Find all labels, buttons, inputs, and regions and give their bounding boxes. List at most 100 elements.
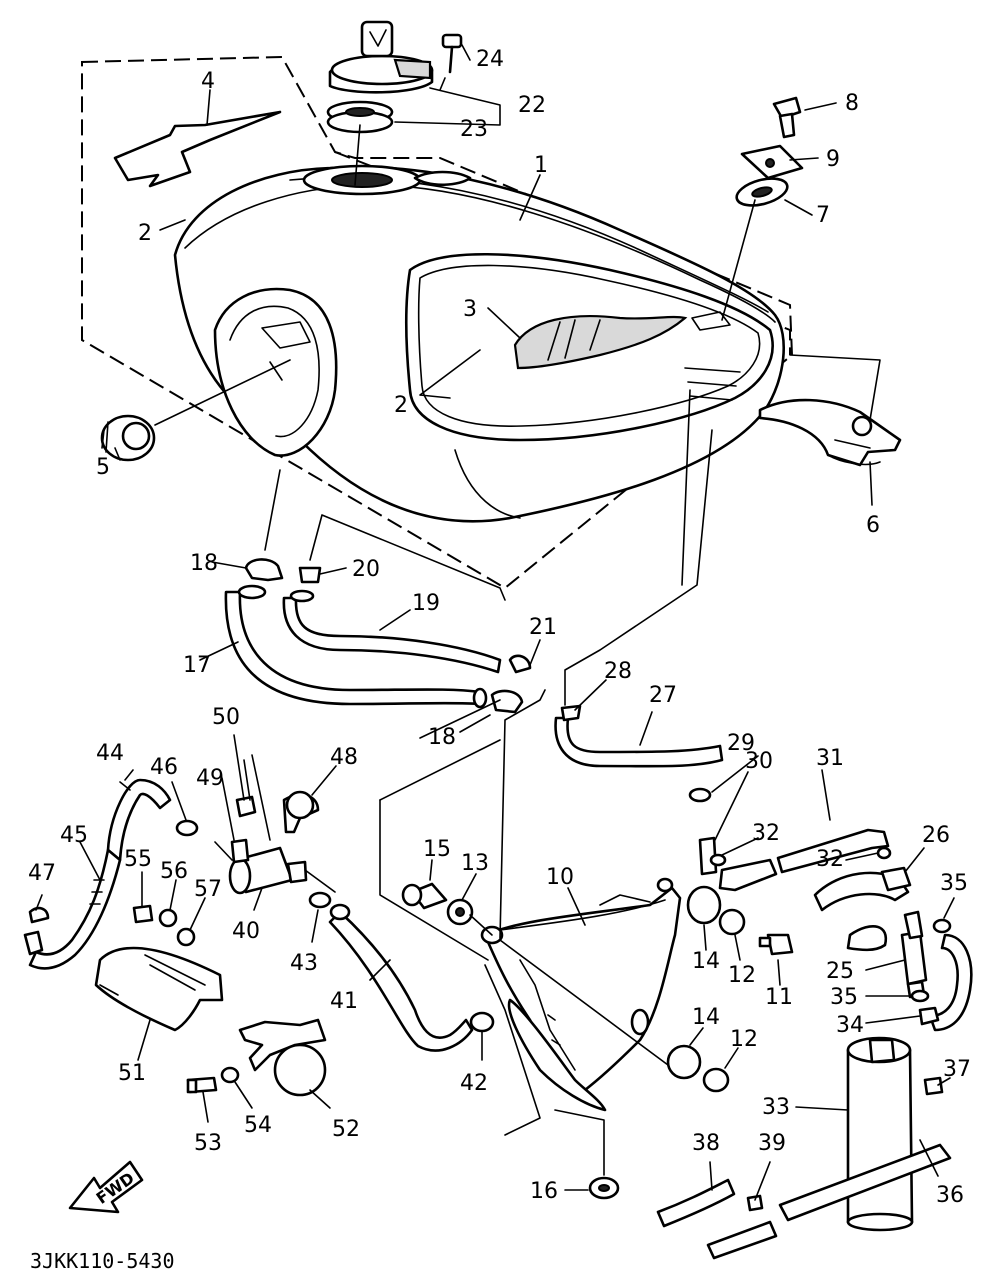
hose-clip bbox=[244, 558, 532, 714]
callout-49: 49 bbox=[196, 766, 224, 791]
callout-19: 19 bbox=[412, 591, 440, 616]
side-cover bbox=[480, 877, 682, 1112]
bolt-55 bbox=[132, 904, 154, 924]
callout-51: 51 bbox=[118, 1061, 146, 1086]
clip-43 bbox=[308, 891, 332, 909]
callout-50: 50 bbox=[212, 705, 240, 730]
pump-bracket-48 bbox=[282, 790, 320, 834]
callout-18: 18 bbox=[428, 725, 456, 750]
decal bbox=[113, 110, 282, 188]
washer-56 bbox=[158, 908, 178, 928]
clip-35 bbox=[910, 918, 952, 1003]
callout-28: 28 bbox=[604, 659, 632, 684]
overflow-hose bbox=[282, 589, 502, 674]
leader-lines bbox=[35, 44, 955, 1201]
fuel-pump bbox=[214, 841, 336, 895]
callout-24: 24 bbox=[476, 47, 504, 72]
callout-43: 43 bbox=[290, 951, 318, 976]
clip-46 bbox=[175, 819, 199, 837]
callout-48: 48 bbox=[330, 745, 358, 770]
check-valve bbox=[900, 910, 928, 999]
plug bbox=[100, 414, 156, 462]
hose-44 bbox=[106, 778, 172, 862]
callout-9: 9 bbox=[826, 147, 840, 172]
nut-57 bbox=[176, 927, 196, 947]
hose-45 bbox=[28, 848, 122, 970]
callout-25: 25 bbox=[826, 959, 854, 984]
callout-34: 34 bbox=[836, 1013, 864, 1038]
damper-14 bbox=[666, 885, 722, 1080]
canister-bracket bbox=[813, 866, 912, 952]
callout-38: 38 bbox=[692, 1131, 720, 1156]
callout-14: 14 bbox=[692, 949, 720, 974]
callout-4: 4 bbox=[201, 69, 215, 94]
callout-12: 12 bbox=[728, 963, 756, 988]
callout-11: 11 bbox=[765, 985, 793, 1010]
callout-6: 6 bbox=[866, 513, 880, 538]
callout-40: 40 bbox=[232, 919, 260, 944]
fuel-cap bbox=[328, 20, 434, 94]
callout-14: 14 bbox=[692, 1005, 720, 1030]
callout-55: 55 bbox=[124, 847, 152, 872]
callout-27: 27 bbox=[649, 683, 677, 708]
callout-46: 46 bbox=[150, 755, 178, 780]
callout-22: 22 bbox=[518, 93, 546, 118]
callout-21: 21 bbox=[529, 615, 557, 640]
breather-hose bbox=[224, 584, 488, 709]
clip-47 bbox=[23, 906, 50, 956]
callout-2: 2 bbox=[138, 221, 152, 246]
callout-26: 26 bbox=[922, 823, 950, 848]
washer-12 bbox=[702, 908, 746, 1093]
callout-42: 42 bbox=[460, 1071, 488, 1096]
callout-53: 53 bbox=[194, 1131, 222, 1156]
callout-44: 44 bbox=[96, 741, 124, 766]
canister-breather-hose bbox=[656, 1178, 736, 1228]
callout-16: 16 bbox=[530, 1179, 558, 1204]
fuel-hose-41 bbox=[328, 903, 474, 1052]
charcoal-canister bbox=[846, 1036, 914, 1232]
callout-54: 54 bbox=[244, 1113, 272, 1138]
bolt-53 bbox=[186, 1076, 218, 1094]
bolt bbox=[772, 96, 802, 139]
nut-50 bbox=[235, 795, 257, 818]
canister-hoses bbox=[918, 933, 973, 1032]
callout-7: 7 bbox=[816, 203, 830, 228]
diagram-reference-code: 3JKK110-5430 bbox=[30, 1249, 175, 1273]
callout-15: 15 bbox=[423, 837, 451, 862]
hose-clamp-29 bbox=[688, 787, 712, 803]
callout-37: 37 bbox=[943, 1057, 971, 1082]
fuel-tank bbox=[173, 164, 785, 523]
callout-8: 8 bbox=[845, 91, 859, 116]
callout-13: 13 bbox=[461, 851, 489, 876]
callout-31: 31 bbox=[816, 746, 844, 771]
callout-41: 41 bbox=[330, 989, 358, 1014]
callout-39: 39 bbox=[758, 1131, 786, 1156]
clamp-42 bbox=[469, 1011, 495, 1033]
callout-52: 52 bbox=[332, 1117, 360, 1142]
callout-57: 57 bbox=[194, 877, 222, 902]
callout-12: 12 bbox=[730, 1027, 758, 1052]
callout-56: 56 bbox=[160, 859, 188, 884]
forward-direction-arrow: FWD bbox=[68, 1160, 144, 1214]
canister-clip-37 bbox=[923, 1076, 944, 1096]
callout-2: 2 bbox=[394, 393, 408, 418]
callout-5: 5 bbox=[96, 455, 110, 480]
callout-29: 29 bbox=[727, 731, 755, 756]
callout-3: 3 bbox=[463, 297, 477, 322]
collar-15 bbox=[401, 882, 448, 910]
grommet bbox=[735, 177, 789, 207]
cap-screw bbox=[441, 33, 463, 74]
grommet-16 bbox=[588, 1176, 620, 1200]
callout-47: 47 bbox=[28, 861, 56, 886]
callout-45: 45 bbox=[60, 823, 88, 848]
callout-17: 17 bbox=[183, 653, 211, 678]
callout-numbers: 1 2 2 3 4 5 6 7 8 9 10 11 12 12 13 14 14… bbox=[28, 47, 971, 1208]
vent-hose bbox=[554, 704, 724, 768]
callout-36: 36 bbox=[936, 1183, 964, 1208]
callout-35: 35 bbox=[830, 985, 858, 1010]
callout-18: 18 bbox=[190, 551, 218, 576]
callout-20: 20 bbox=[352, 557, 380, 582]
callout-32: 32 bbox=[816, 847, 844, 872]
pump-bracket-52 bbox=[238, 1018, 327, 1097]
